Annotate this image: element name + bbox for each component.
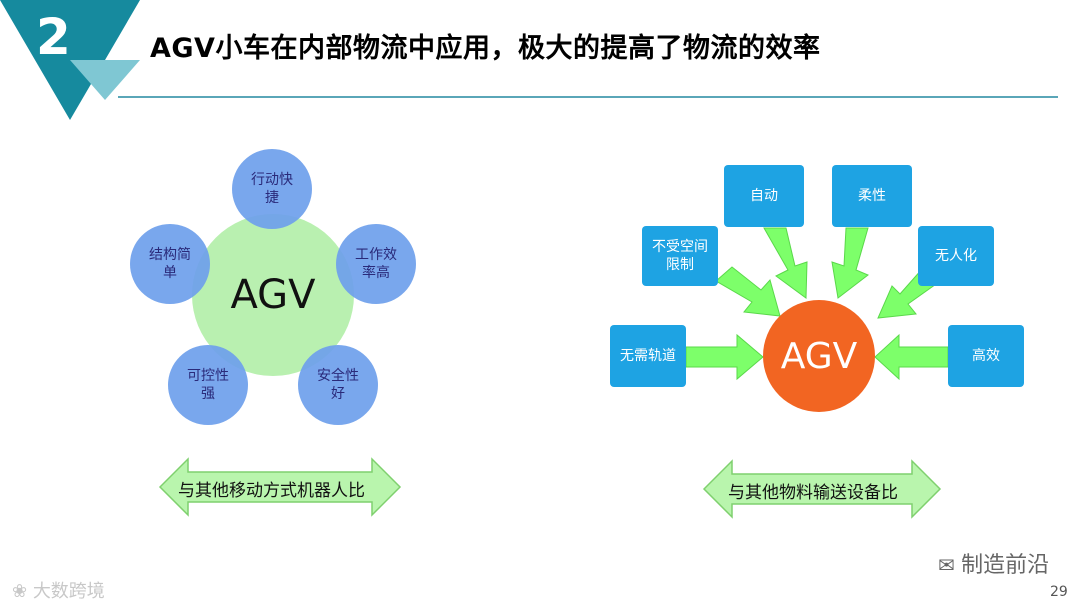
petal-bottom-left: 可控性强 <box>168 345 248 425</box>
header-decoration <box>0 0 140 120</box>
brand-mark: ✉ 制造前沿 <box>938 547 1049 579</box>
box-auto: 自动 <box>724 165 804 227</box>
watermark-icon: ❀ <box>12 581 33 602</box>
petal-bottom-right-label: 安全性好 <box>317 368 359 402</box>
slide-number: 2 <box>36 8 71 66</box>
box-efficient-label: 高效 <box>972 348 1000 364</box>
box-unrestricted: 不受空间限制 <box>642 226 718 286</box>
watermark-logo: ❀ 大数跨境 <box>12 577 105 603</box>
left-caption-arrow <box>158 457 402 517</box>
box-trackless-label: 无需轨道 <box>620 348 676 364</box>
header-triangle-light <box>70 60 140 100</box>
arrow-from-flexible <box>831 227 869 299</box>
double-arrow-shape <box>702 459 942 519</box>
arrow-from-auto <box>763 227 808 299</box>
box-unrestricted-label: 不受空间限制 <box>652 239 708 273</box>
box-auto-label: 自动 <box>750 188 778 204</box>
petal-right-label: 工作效率高 <box>355 247 397 281</box>
box-flexible: 柔性 <box>832 165 912 227</box>
petal-right: 工作效率高 <box>336 224 416 304</box>
brand-text: 制造前沿 <box>961 553 1050 578</box>
box-unmanned-label: 无人化 <box>935 248 977 264</box>
wechat-icon: ✉ <box>938 553 962 577</box>
left-caption: 与其他移动方式机器人比 <box>178 481 365 501</box>
watermark-text: 大数跨境 <box>32 581 105 602</box>
page-number: 29 <box>1050 584 1068 600</box>
title-divider <box>118 96 1058 98</box>
petal-left-label: 结构简单 <box>149 247 191 281</box>
petal-bottom-left-label: 可控性强 <box>187 368 229 402</box>
right-caption: 与其他物料输送设备比 <box>728 483 898 503</box>
box-flexible-label: 柔性 <box>858 188 886 204</box>
box-trackless: 无需轨道 <box>610 325 686 387</box>
box-unmanned: 无人化 <box>918 226 994 286</box>
right-caption-arrow <box>702 459 942 519</box>
petal-top: 行动快捷 <box>232 149 312 229</box>
petal-top-label: 行动快捷 <box>251 172 293 206</box>
petal-bottom-right: 安全性好 <box>298 345 378 425</box>
arrow-from-unrestricted <box>715 266 781 317</box>
petal-left: 结构简单 <box>130 224 210 304</box>
right-agv-center: AGV <box>763 300 875 412</box>
page-title: AGV小车在内部物流中应用，极大的提高了物流的效率 <box>150 33 821 64</box>
arrow-from-trackless <box>685 333 764 381</box>
arrow-from-efficient <box>874 333 949 381</box>
double-arrow-shape <box>158 457 402 517</box>
box-efficient: 高效 <box>948 325 1024 387</box>
